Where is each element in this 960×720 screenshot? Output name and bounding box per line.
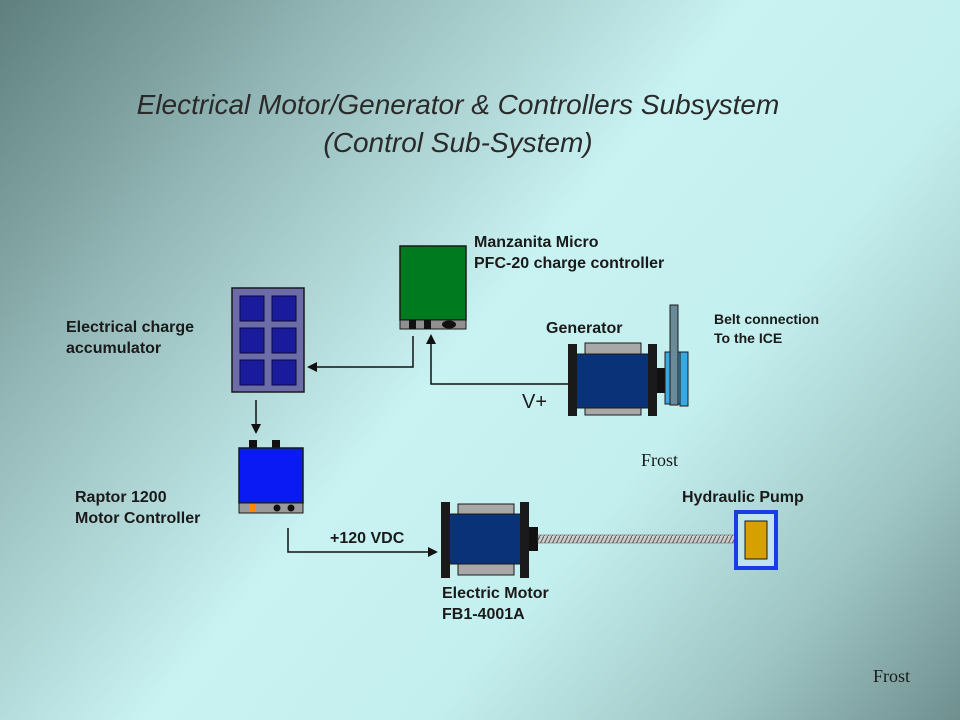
charge-controller-icon — [399, 245, 467, 330]
author-label-corner: Frost — [873, 666, 911, 686]
electric-motor-label: Electric Motor FB1-4001A — [442, 585, 549, 623]
hydraulic-pump-label: Hydraulic Pump — [682, 489, 804, 506]
generator-label: Generator — [546, 320, 623, 337]
motor-controller-label: Raptor 1200 Motor Controller — [75, 489, 201, 527]
belt-connection-label: Belt connection To the ICE — [714, 311, 820, 346]
slide-title: Electrical Motor/Generator & Controllers… — [0, 86, 916, 162]
hydraulic-pump-icon — [734, 510, 778, 570]
title-line-2: (Control Sub-System) — [323, 127, 593, 158]
voltage-dc-label: +120 VDC — [330, 530, 405, 547]
accumulator-label: Electrical charge accumulator — [66, 319, 195, 357]
arrow-generator-to-controller — [426, 334, 568, 385]
motor-controller-icon — [238, 440, 304, 514]
electric-motor-icon — [441, 502, 538, 578]
charge-controller-label: Manzanita Micro PFC-20 charge controller — [474, 234, 665, 272]
arrow-motor-controller-to-motor — [287, 528, 438, 557]
arrow-controller-to-accumulator — [307, 336, 414, 372]
author-label-center: Frost — [641, 450, 679, 470]
belt-pulley-icon — [664, 304, 689, 407]
generator-icon — [568, 342, 665, 416]
title-line-1: Electrical Motor/Generator & Controllers… — [136, 89, 780, 120]
accumulator-icon — [231, 287, 305, 393]
voltage-plus-label: V+ — [522, 391, 548, 413]
drive-shaft — [537, 534, 737, 544]
